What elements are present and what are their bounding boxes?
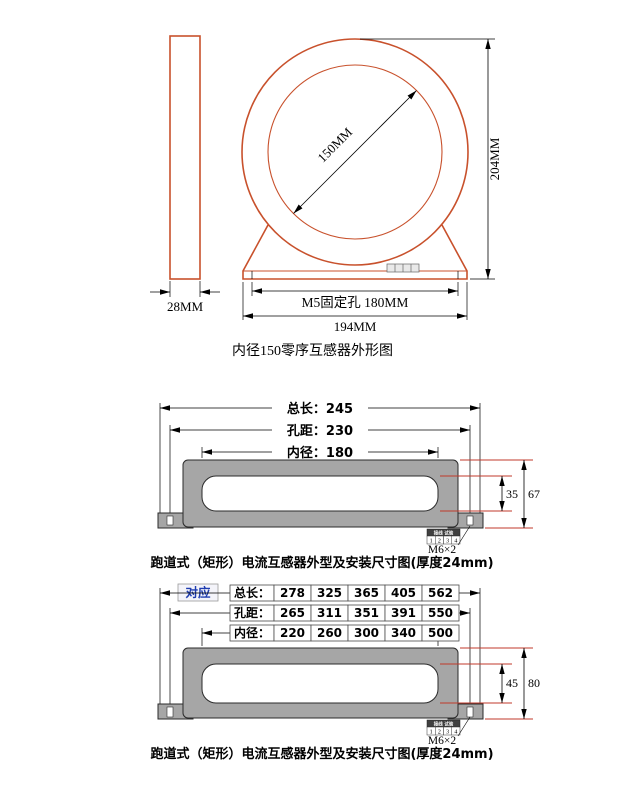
- outer-height-label: 80: [528, 676, 540, 690]
- row3-value: 300: [354, 626, 379, 640]
- racetrack-ct-drawing-2: 对应 总长： 278 325 365 405 562 孔距： 265 311 3…: [150, 583, 540, 762]
- dimension-inner-height: 35: [499, 476, 518, 511]
- total-width-label: 194MM: [334, 319, 377, 334]
- row2-value: 351: [354, 606, 379, 620]
- total-length-label: 总长：245: [287, 401, 353, 417]
- right-bolt-slot: [466, 706, 474, 718]
- terminal-cell-4: 4: [454, 730, 457, 736]
- row3-value: 340: [391, 626, 416, 640]
- bolt-label: M6×2: [428, 544, 456, 556]
- height-label: 204MM: [487, 137, 502, 180]
- top-caption: 内径150零序互感器外形图: [232, 342, 393, 359]
- terminal-cell-3: 3: [446, 730, 449, 736]
- dimension-total-length: 总长：245: [159, 400, 481, 514]
- row3-label: 内径：: [234, 625, 270, 640]
- bolt-callout: M6×2: [428, 525, 471, 556]
- left-bolt-slot: [166, 515, 174, 526]
- base-outline: [242, 224, 468, 280]
- side-view: [169, 35, 201, 280]
- dimension-inner-diameter: 内径：180: [201, 444, 439, 461]
- mount-hole-label: M5固定孔 180MM: [302, 295, 409, 310]
- bolt-callout: M6×2: [428, 716, 471, 747]
- row1-value: 278: [280, 586, 305, 600]
- inner-diameter-label: 内径：180: [287, 445, 353, 461]
- side-width-dimension: 28MM: [150, 281, 220, 314]
- terminal-header: 接线 试验: [434, 721, 454, 728]
- left-bolt-slot: [166, 706, 174, 718]
- row3-value: 500: [428, 626, 453, 640]
- transformer-body: [157, 459, 484, 529]
- terminal-block: 接线 试验 1 2 3 4: [426, 528, 461, 545]
- inner-height-label: 45: [506, 676, 518, 690]
- middle-caption: 跑道式（矩形）电流互感器外型及安装尺寸图(厚度24mm): [150, 555, 493, 571]
- right-bolt-slot: [466, 515, 474, 526]
- row1-value: 562: [428, 586, 453, 600]
- row1-value: 325: [317, 586, 342, 600]
- racetrack-ct-drawing-1: 总长：245 孔距：230 内径：180: [150, 400, 540, 571]
- inner-diameter-dimension: 150MM: [293, 90, 417, 214]
- mount-hole-dimension: M5固定孔 180MM: [251, 271, 459, 310]
- inner-height-label: 35: [506, 487, 518, 501]
- bolt-label: M6×2: [428, 735, 456, 747]
- transformer-front-view: [241, 38, 469, 280]
- terminal-cell-1: 1: [430, 539, 433, 545]
- row2-label: 孔距：: [234, 606, 270, 620]
- row3-value: 260: [317, 626, 342, 640]
- row2-value: 550: [428, 606, 453, 620]
- terminal-cell-4: 4: [454, 539, 457, 545]
- size-table: 总长： 278 325 365 405 562 孔距： 265 311 351 …: [159, 584, 481, 711]
- window: [201, 663, 439, 704]
- dimension-outer-height: 80: [521, 648, 540, 719]
- total-width-dimension: 194MM: [242, 282, 468, 334]
- row1-label: 总长：: [234, 585, 270, 600]
- terminal-cell-3: 3: [446, 539, 449, 545]
- bottom-caption: 跑道式（矩形）电流互感器外型及安装尺寸图(厚度24mm): [150, 746, 493, 762]
- inner-ring: [267, 64, 443, 240]
- row3-value: 220: [280, 626, 305, 640]
- terminal-cell-2: 2: [438, 730, 441, 736]
- terminal-block: 接线 试验 1 2 3 4: [426, 719, 461, 736]
- terminal-header: 接线 试验: [434, 530, 454, 537]
- outer-ring: [241, 38, 469, 266]
- dimension-outer-height: 67: [521, 460, 540, 528]
- terminal-cell-2: 2: [438, 539, 441, 545]
- zero-sequence-ct-drawing: 28MM 150MM 204MM: [150, 35, 502, 359]
- dimension-hole-distance: 孔距：230: [169, 422, 471, 517]
- height-dimension: 204MM: [360, 38, 502, 280]
- window: [201, 475, 439, 512]
- row2-value: 391: [391, 606, 416, 620]
- row2-value: 311: [317, 606, 342, 620]
- dimension-inner-height: 45: [499, 664, 518, 703]
- row2-value: 265: [280, 606, 305, 620]
- hole-distance-label: 孔距：230: [287, 424, 353, 439]
- row1-value: 365: [354, 586, 379, 600]
- correspond-label: 对应: [177, 583, 219, 602]
- outer-height-label: 67: [528, 487, 540, 501]
- row1-value: 405: [391, 586, 416, 600]
- correspond-text: 对应: [185, 585, 211, 600]
- terminal-strip: [386, 263, 420, 273]
- transformer-body: [157, 647, 484, 720]
- side-width-label: 28MM: [167, 299, 204, 314]
- inner-diameter-label: 150MM: [314, 124, 355, 165]
- terminal-cell-1: 1: [430, 730, 433, 736]
